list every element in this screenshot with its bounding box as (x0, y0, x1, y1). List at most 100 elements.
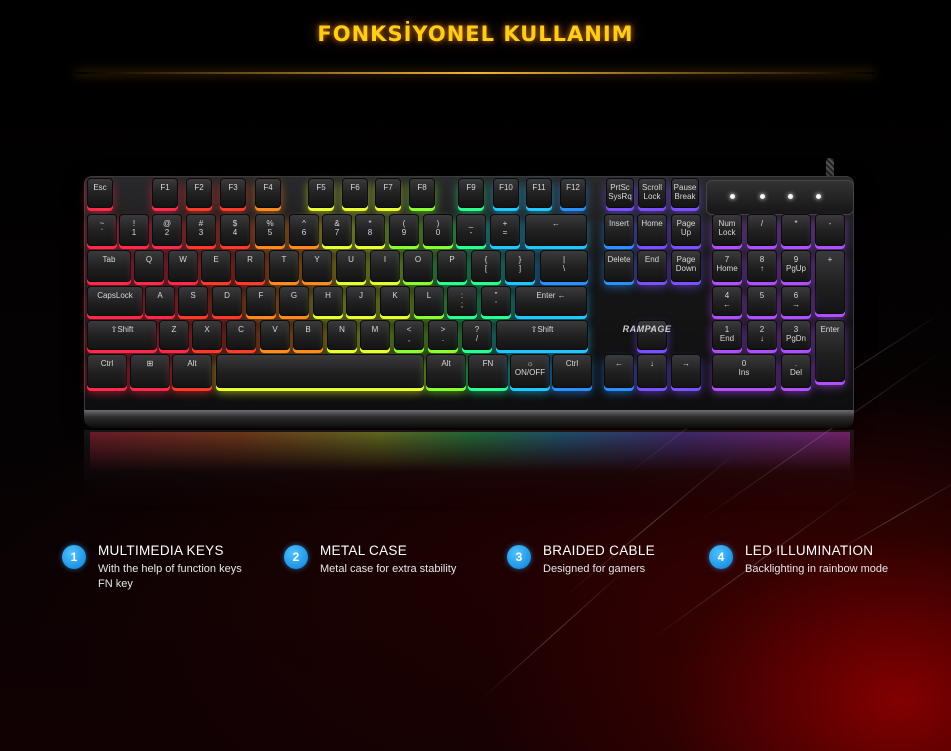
keyboard-key: 0 Ins (712, 354, 776, 388)
feature-title: BRAIDED CABLE (543, 543, 655, 558)
keyboard-key: 2 ↓ (747, 320, 777, 350)
braided-cable (826, 158, 834, 180)
keyboard-key: ↓ (637, 354, 667, 388)
keyboard-key: Home (637, 214, 667, 246)
keyboard-key: Ctrl (552, 354, 592, 388)
keyboard-key: S (178, 286, 208, 316)
feature-title: LED ILLUMINATION (745, 543, 874, 558)
keyboard-key: Q (134, 250, 164, 282)
keyboard-key: F8 (409, 178, 435, 208)
led-indicator (730, 194, 735, 199)
keyboard-key: I (370, 250, 400, 282)
keyboard-metal-frame (84, 410, 854, 428)
keyboard-key: J (346, 286, 376, 316)
keyboard-key: CapsLock (87, 286, 143, 316)
keyboard-key: ← (525, 214, 587, 246)
keyboard-key: X (192, 320, 222, 350)
page-title: FONKSİYONEL KULLANIM (317, 22, 634, 46)
keyboard-key: M (360, 320, 390, 350)
keyboard-key: Scroll Lock (638, 178, 666, 208)
keyboard-key: F10 (493, 178, 519, 208)
keyboard-key: Tab (87, 250, 131, 282)
keyboard-key: K (380, 286, 410, 316)
keyboard-key: G (279, 286, 309, 316)
keyboard-key: ( 9 (389, 214, 419, 246)
keyboard-key: + = (490, 214, 520, 246)
keyboard-key: ↑ (637, 320, 667, 350)
keyboard-key: . Del (781, 354, 811, 388)
keyboard-key: Ctrl (87, 354, 127, 388)
keyboard-key: A (145, 286, 175, 316)
feature-number-badge: 1 (62, 545, 86, 569)
keyboard-key: D (212, 286, 242, 316)
keyboard-key: Page Up (671, 214, 701, 246)
feature-description: Metal case for extra stability (320, 563, 457, 575)
keyboard-reflection (84, 430, 854, 520)
keyboard-key: Y (302, 250, 332, 282)
feature-number-badge: 3 (507, 545, 531, 569)
keyboard-key: PrtSc SysRq (606, 178, 634, 208)
keyboard-key: ^ 6 (289, 214, 319, 246)
led-indicator (760, 194, 765, 199)
feature-description: Designed for gamers (543, 563, 646, 575)
keyboard-key: F11 (526, 178, 552, 208)
feature-metal-case: 2 METAL CASE Metal case for extra stabil… (284, 543, 494, 603)
keyboard-key: # 3 (186, 214, 216, 246)
keyboard-key: W (168, 250, 198, 282)
keyboard-key: V (260, 320, 290, 350)
keyboard-key: F (246, 286, 276, 316)
keyboard-key: ! 1 (119, 214, 149, 246)
keyboard-key: * (781, 214, 811, 246)
keyboard-key: _ - (456, 214, 486, 246)
feature-title: METAL CASE (320, 543, 408, 558)
keyboard-key: : ; (447, 286, 477, 316)
keyboard-key: * 8 (355, 214, 385, 246)
keyboard-key: $ 4 (220, 214, 250, 246)
keyboard-key: Num Lock (712, 214, 742, 246)
feature-braided-cable: 3 BRAIDED CABLE Designed for gamers (507, 543, 697, 603)
keyboard-key: F4 (255, 178, 281, 208)
keyboard-key: ⇧Shift (496, 320, 588, 350)
keyboard-key: Page Down (671, 250, 701, 282)
keyboard-key: { [ (471, 250, 501, 282)
keyboard-key: 9 PgUp (781, 250, 811, 282)
keyboard-key: Alt (172, 354, 212, 388)
keyboard-key: U (336, 250, 366, 282)
keyboard-key: > . (428, 320, 458, 350)
feature-number-badge: 4 (709, 545, 733, 569)
keyboard-key: F2 (186, 178, 212, 208)
title-divider (75, 72, 875, 74)
keyboard-key: Delete (604, 250, 634, 282)
keyboard-key: Z (159, 320, 189, 350)
brand-logo: RAMPAGE (622, 324, 672, 334)
reflection-glow (90, 432, 850, 472)
keyboard-key: → (671, 354, 701, 388)
keyboard-key: 4 ← (712, 286, 742, 316)
keyboard-key: F12 (560, 178, 586, 208)
keyboard-key: 5 (747, 286, 777, 316)
keyboard-key: B (293, 320, 323, 350)
keyboard-key: N (327, 320, 357, 350)
keyboard-key: < , (394, 320, 424, 350)
indicator-panel (706, 180, 854, 215)
keyboard-key: + (815, 250, 845, 314)
keyboard-key: Pause Break (671, 178, 699, 208)
keyboard-key: T (269, 250, 299, 282)
keyboard-key: ⊞ (130, 354, 170, 388)
feature-multimedia-keys: 1 MULTIMEDIA KEYS With the help of funct… (62, 543, 262, 603)
keyboard-key: F5 (308, 178, 334, 208)
keyboard-key: ☼ ON/OFF (510, 354, 550, 388)
keyboard-key: F6 (342, 178, 368, 208)
keyboard-key: & 7 (322, 214, 352, 246)
keyboard-key: / (747, 214, 777, 246)
feature-title: MULTIMEDIA KEYS (98, 543, 224, 558)
keyboard-key: H (313, 286, 343, 316)
keyboard-key: Esc (87, 178, 113, 208)
keyboard-key: FN (468, 354, 508, 388)
keyboard-key: O (403, 250, 433, 282)
keyboard-key: Insert (604, 214, 634, 246)
keyboard-key: - (815, 214, 845, 246)
keyboard-key (216, 354, 424, 388)
